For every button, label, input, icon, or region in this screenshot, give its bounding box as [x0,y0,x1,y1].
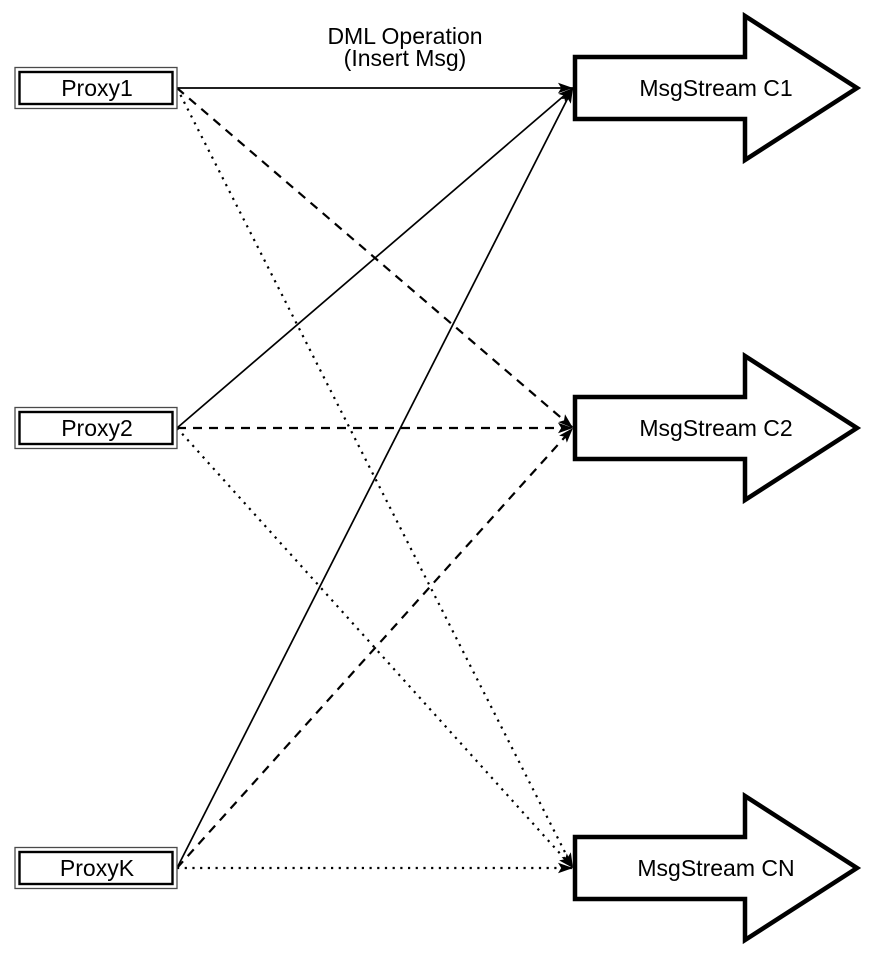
proxy2-inner-border [18,410,174,446]
msgstream-c1: MsgStream C1 [572,11,862,165]
msgstream-c1-arrow-shape [572,11,862,165]
stream-arrows: MsgStream C1 MsgStream C2 MsgStream CN [572,11,862,945]
edge-proxy2-cn [176,427,574,869]
msgstream-c2-arrow-shape [572,351,862,505]
edge-proxy2-c1 [176,87,574,429]
msgstream-c2: MsgStream C2 [572,351,862,505]
proxy1-node: Proxy1 [14,66,178,110]
proxy-nodes: Proxy1 Proxy2 ProxyK [14,66,178,890]
msgstream-cn-label: MsgStream CN [637,855,794,881]
proxyk-inner-border [18,850,174,886]
proxy2-label: Proxy2 [61,415,133,441]
edge-proxyk-c2 [176,427,574,869]
edges-layer [176,82,574,874]
proxy1-label: Proxy1 [61,75,133,101]
proxyk-node: ProxyK [14,846,178,890]
proxyk-label: ProxyK [60,855,135,881]
msgstream-cn: MsgStream CN [572,791,862,945]
edge-annotation: DML Operation (Insert Msg) [327,23,482,71]
edge-annotation-line2: (Insert Msg) [344,45,467,71]
edge-annotation-line1: DML Operation [327,23,482,49]
proxy1-inner-border [18,70,174,106]
proxy2-node: Proxy2 [14,406,178,450]
msgstream-c2-label: MsgStream C2 [639,415,792,441]
msgstream-c1-label: MsgStream C1 [639,75,792,101]
edge-proxyk-c1 [176,87,574,869]
msgstream-cn-arrow-shape [572,791,862,945]
